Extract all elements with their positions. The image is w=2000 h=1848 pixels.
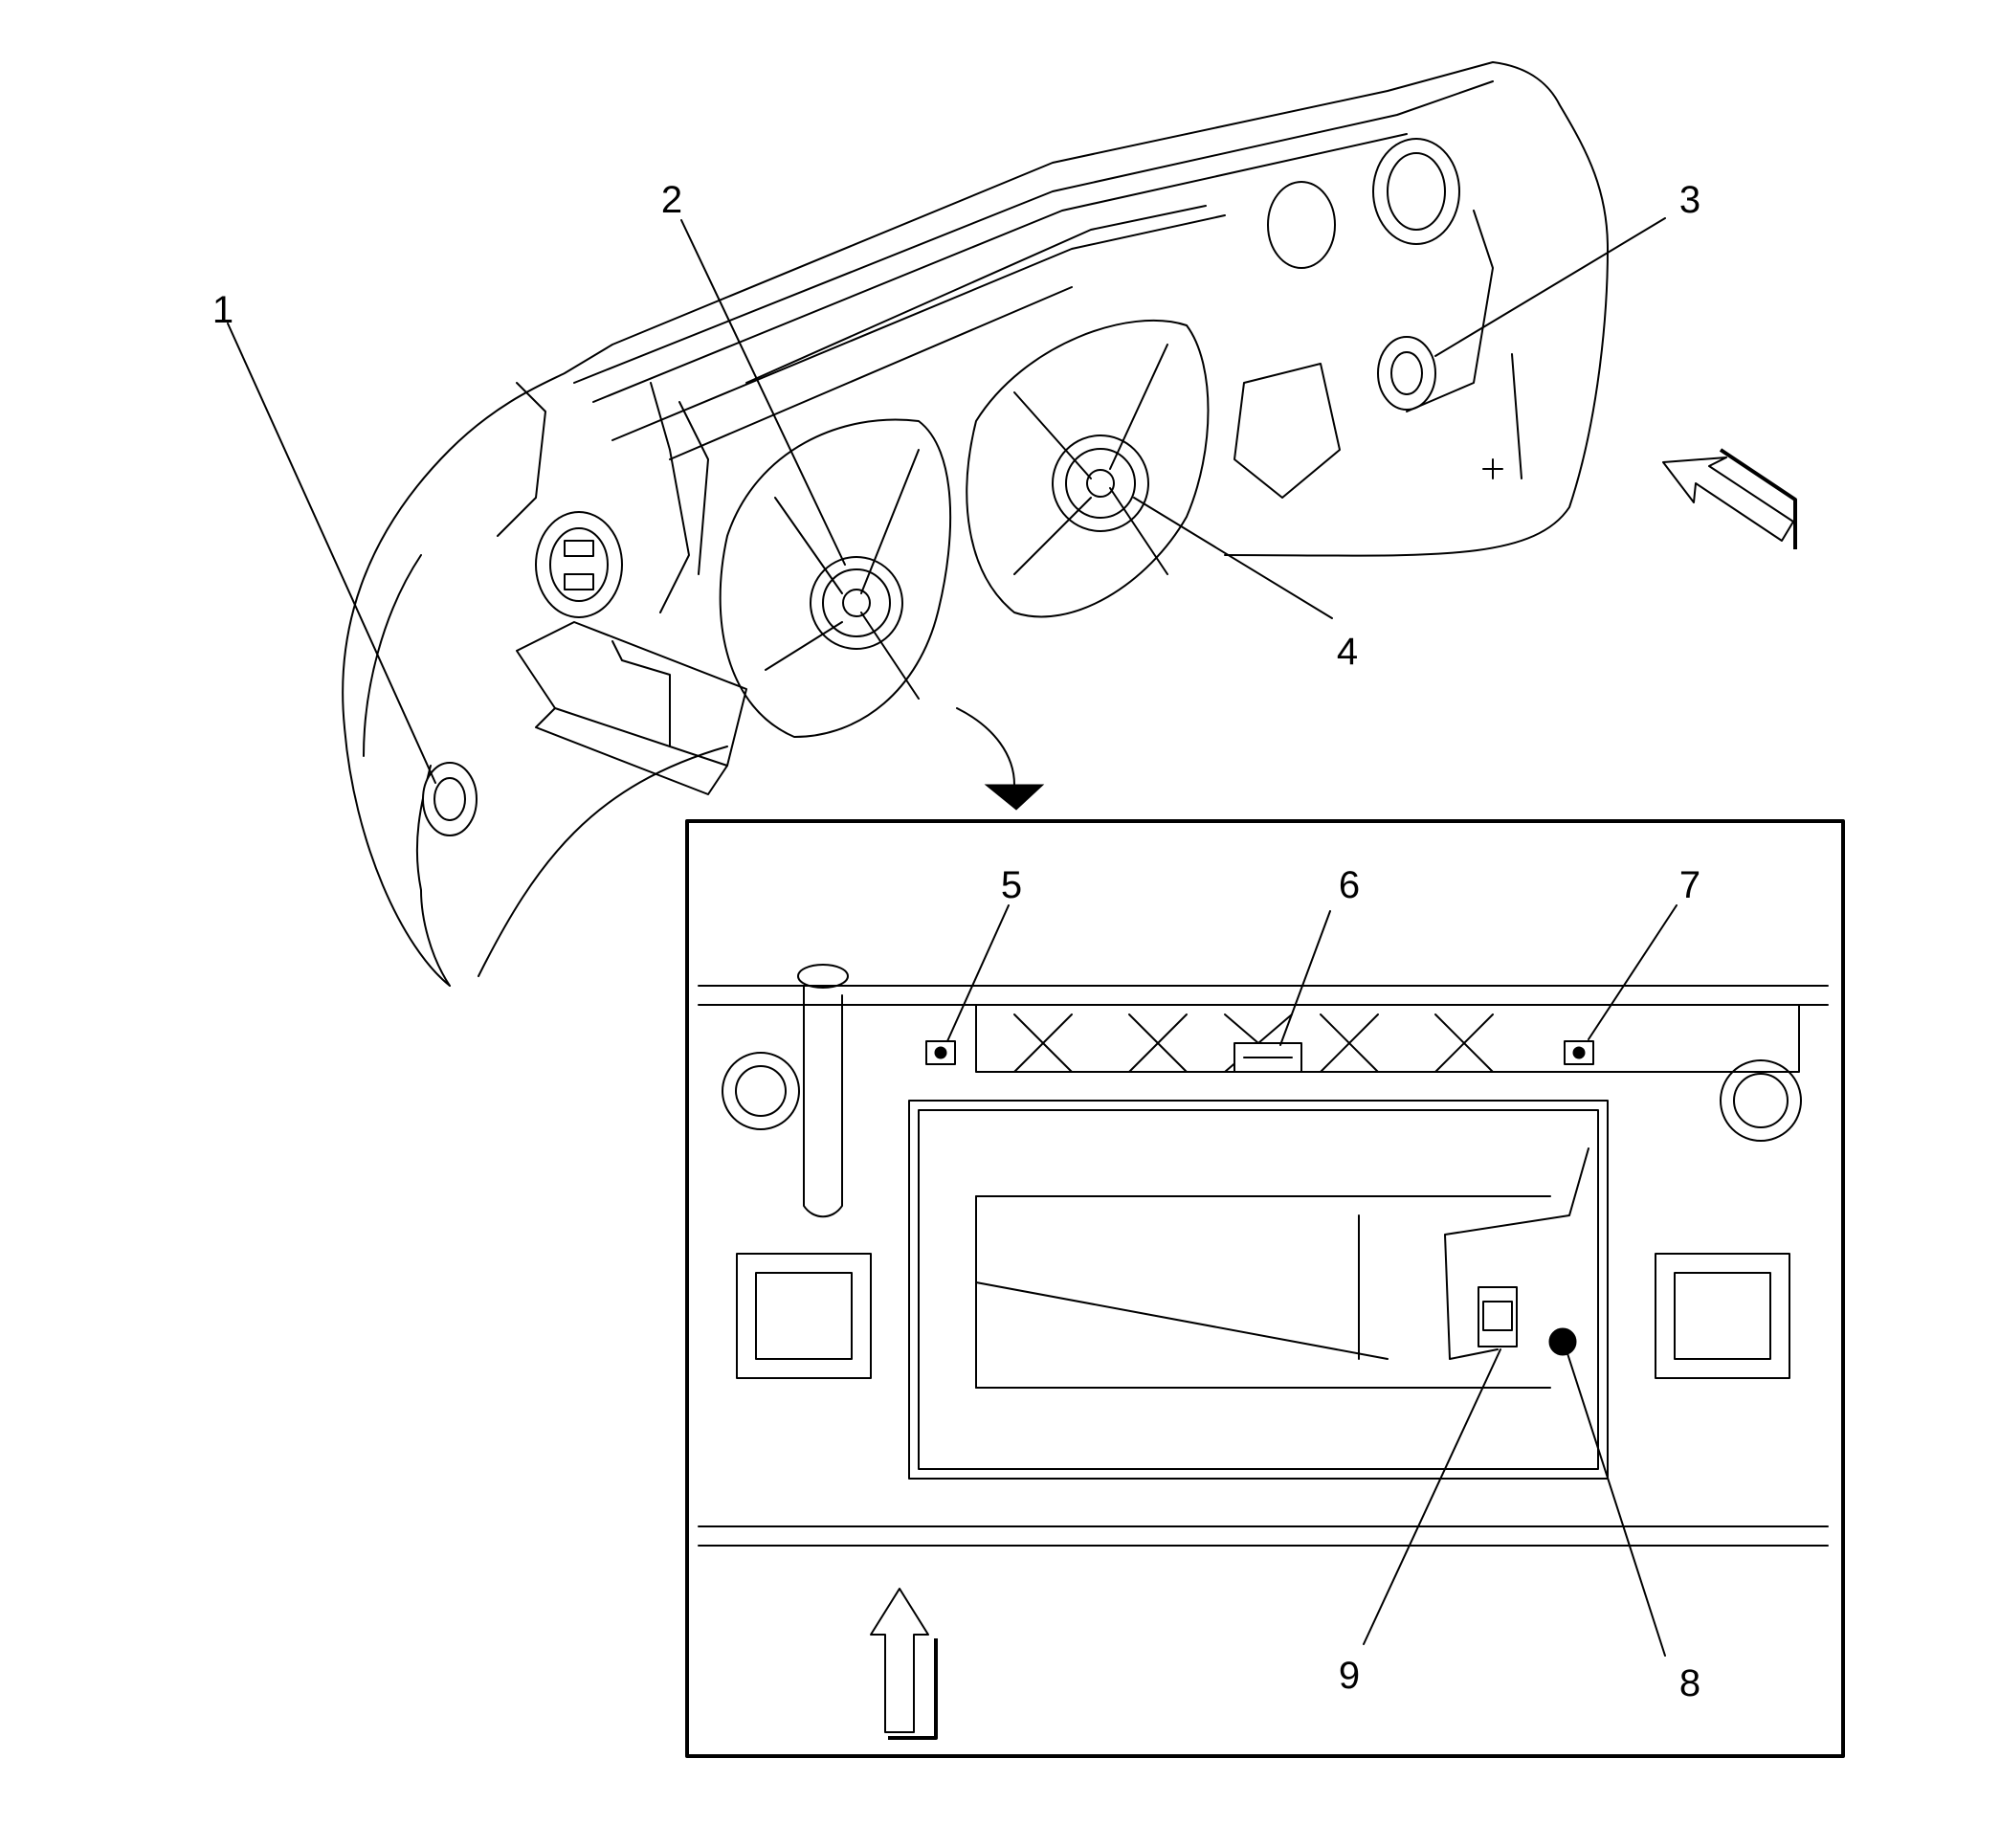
front-end-assembly xyxy=(342,61,1797,987)
callout-1: 1 xyxy=(212,289,233,331)
callout-numbers: 1 2 3 4 5 6 7 8 9 xyxy=(212,179,1700,1704)
leader-lines xyxy=(227,217,1678,1657)
leader-9 xyxy=(1363,1348,1501,1645)
leader-2 xyxy=(680,219,846,566)
callout-5: 5 xyxy=(1001,864,1022,906)
callout-3: 3 xyxy=(1679,179,1700,221)
detail-inset xyxy=(685,819,1845,1758)
callout-4: 4 xyxy=(1337,631,1358,673)
callout-7: 7 xyxy=(1679,864,1700,906)
leader-5 xyxy=(946,904,1010,1042)
leader-1 xyxy=(227,323,436,784)
callout-2: 2 xyxy=(661,179,682,221)
callout-6: 6 xyxy=(1339,864,1360,906)
leader-3 xyxy=(1434,217,1666,357)
leader-7 xyxy=(1588,904,1678,1040)
callout-8: 8 xyxy=(1679,1662,1700,1704)
leader-6 xyxy=(1279,910,1331,1046)
leader-8 xyxy=(1564,1344,1666,1657)
callout-9: 9 xyxy=(1339,1655,1360,1697)
leader-4 xyxy=(1133,497,1333,619)
